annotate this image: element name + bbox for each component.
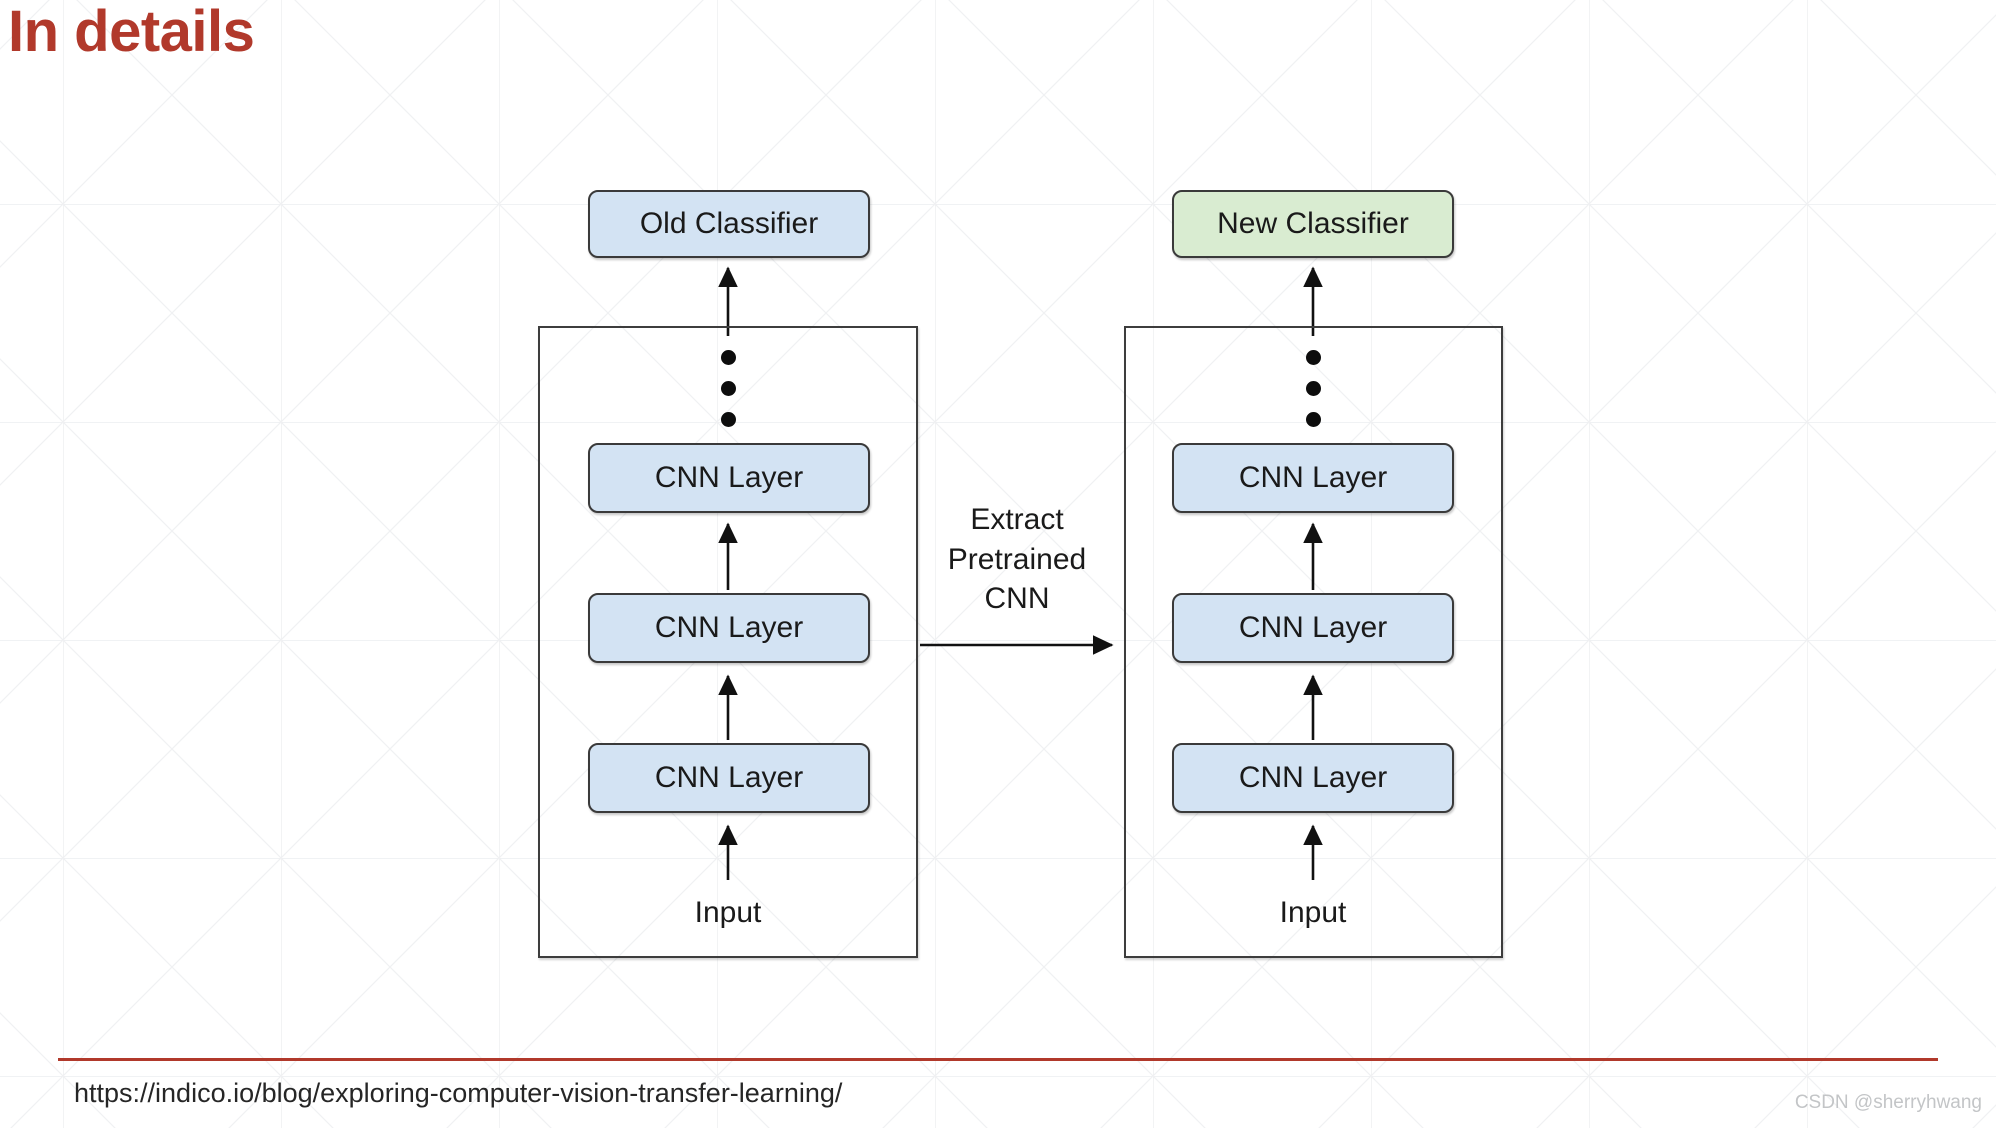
source-input-label: Input (694, 896, 762, 929)
source-url-link[interactable]: https://indico.io/blog/exploring-compute… (74, 1078, 843, 1108)
target-cnn-layer-3-label: CNN Layer (1238, 761, 1388, 794)
page-title: In details (8, 0, 255, 64)
target-cnn-layer-1-label: CNN Layer (1238, 461, 1388, 494)
ellipsis-dot-right-1 (1306, 350, 1321, 365)
target-input-label: Input (1279, 896, 1347, 929)
source-cnn-layer-1-label: CNN Layer (654, 461, 804, 494)
transfer-label-line-1: Extract (970, 503, 1064, 536)
old-classifier-label: Old Classifier (639, 207, 819, 240)
ellipsis-dot-left-1 (721, 350, 736, 365)
target-cnn-layer-2-label: CNN Layer (1238, 611, 1388, 644)
target-cnn-layer-1[interactable]: CNN Layer (1172, 443, 1454, 513)
source-cnn-layer-3-label: CNN Layer (654, 761, 804, 794)
csdn-watermark: CSDN @sherryhwang (1794, 1092, 1982, 1113)
old-classifier-box[interactable]: Old Classifier (588, 190, 870, 258)
new-classifier-label: New Classifier (1217, 207, 1409, 240)
new-classifier-box[interactable]: New Classifier (1172, 190, 1454, 258)
ellipsis-dot-right-2 (1306, 381, 1321, 396)
transfer-label-line-2: Pretrained (947, 542, 1087, 576)
transfer-learning-diagram: Old Classifier CNN Layer CNN Layer CNN L… (538, 190, 1503, 958)
source-cnn-layer-2[interactable]: CNN Layer (588, 593, 870, 663)
target-cnn-layer-2[interactable]: CNN Layer (1172, 593, 1454, 663)
ellipsis-dot-left-2 (721, 381, 736, 396)
source-cnn-layer-3[interactable]: CNN Layer (588, 743, 870, 813)
source-cnn-layer-2-label: CNN Layer (654, 611, 804, 644)
target-cnn-layer-3[interactable]: CNN Layer (1172, 743, 1454, 813)
source-cnn-layer-1[interactable]: CNN Layer (588, 443, 870, 513)
footer-divider (58, 1058, 1938, 1061)
transfer-arrow-label: Extract Pretrained CNN (922, 500, 1112, 619)
transfer-label-line-3: CNN (984, 582, 1050, 616)
ellipsis-dot-right-3 (1306, 412, 1321, 427)
ellipsis-dot-left-3 (721, 412, 736, 427)
